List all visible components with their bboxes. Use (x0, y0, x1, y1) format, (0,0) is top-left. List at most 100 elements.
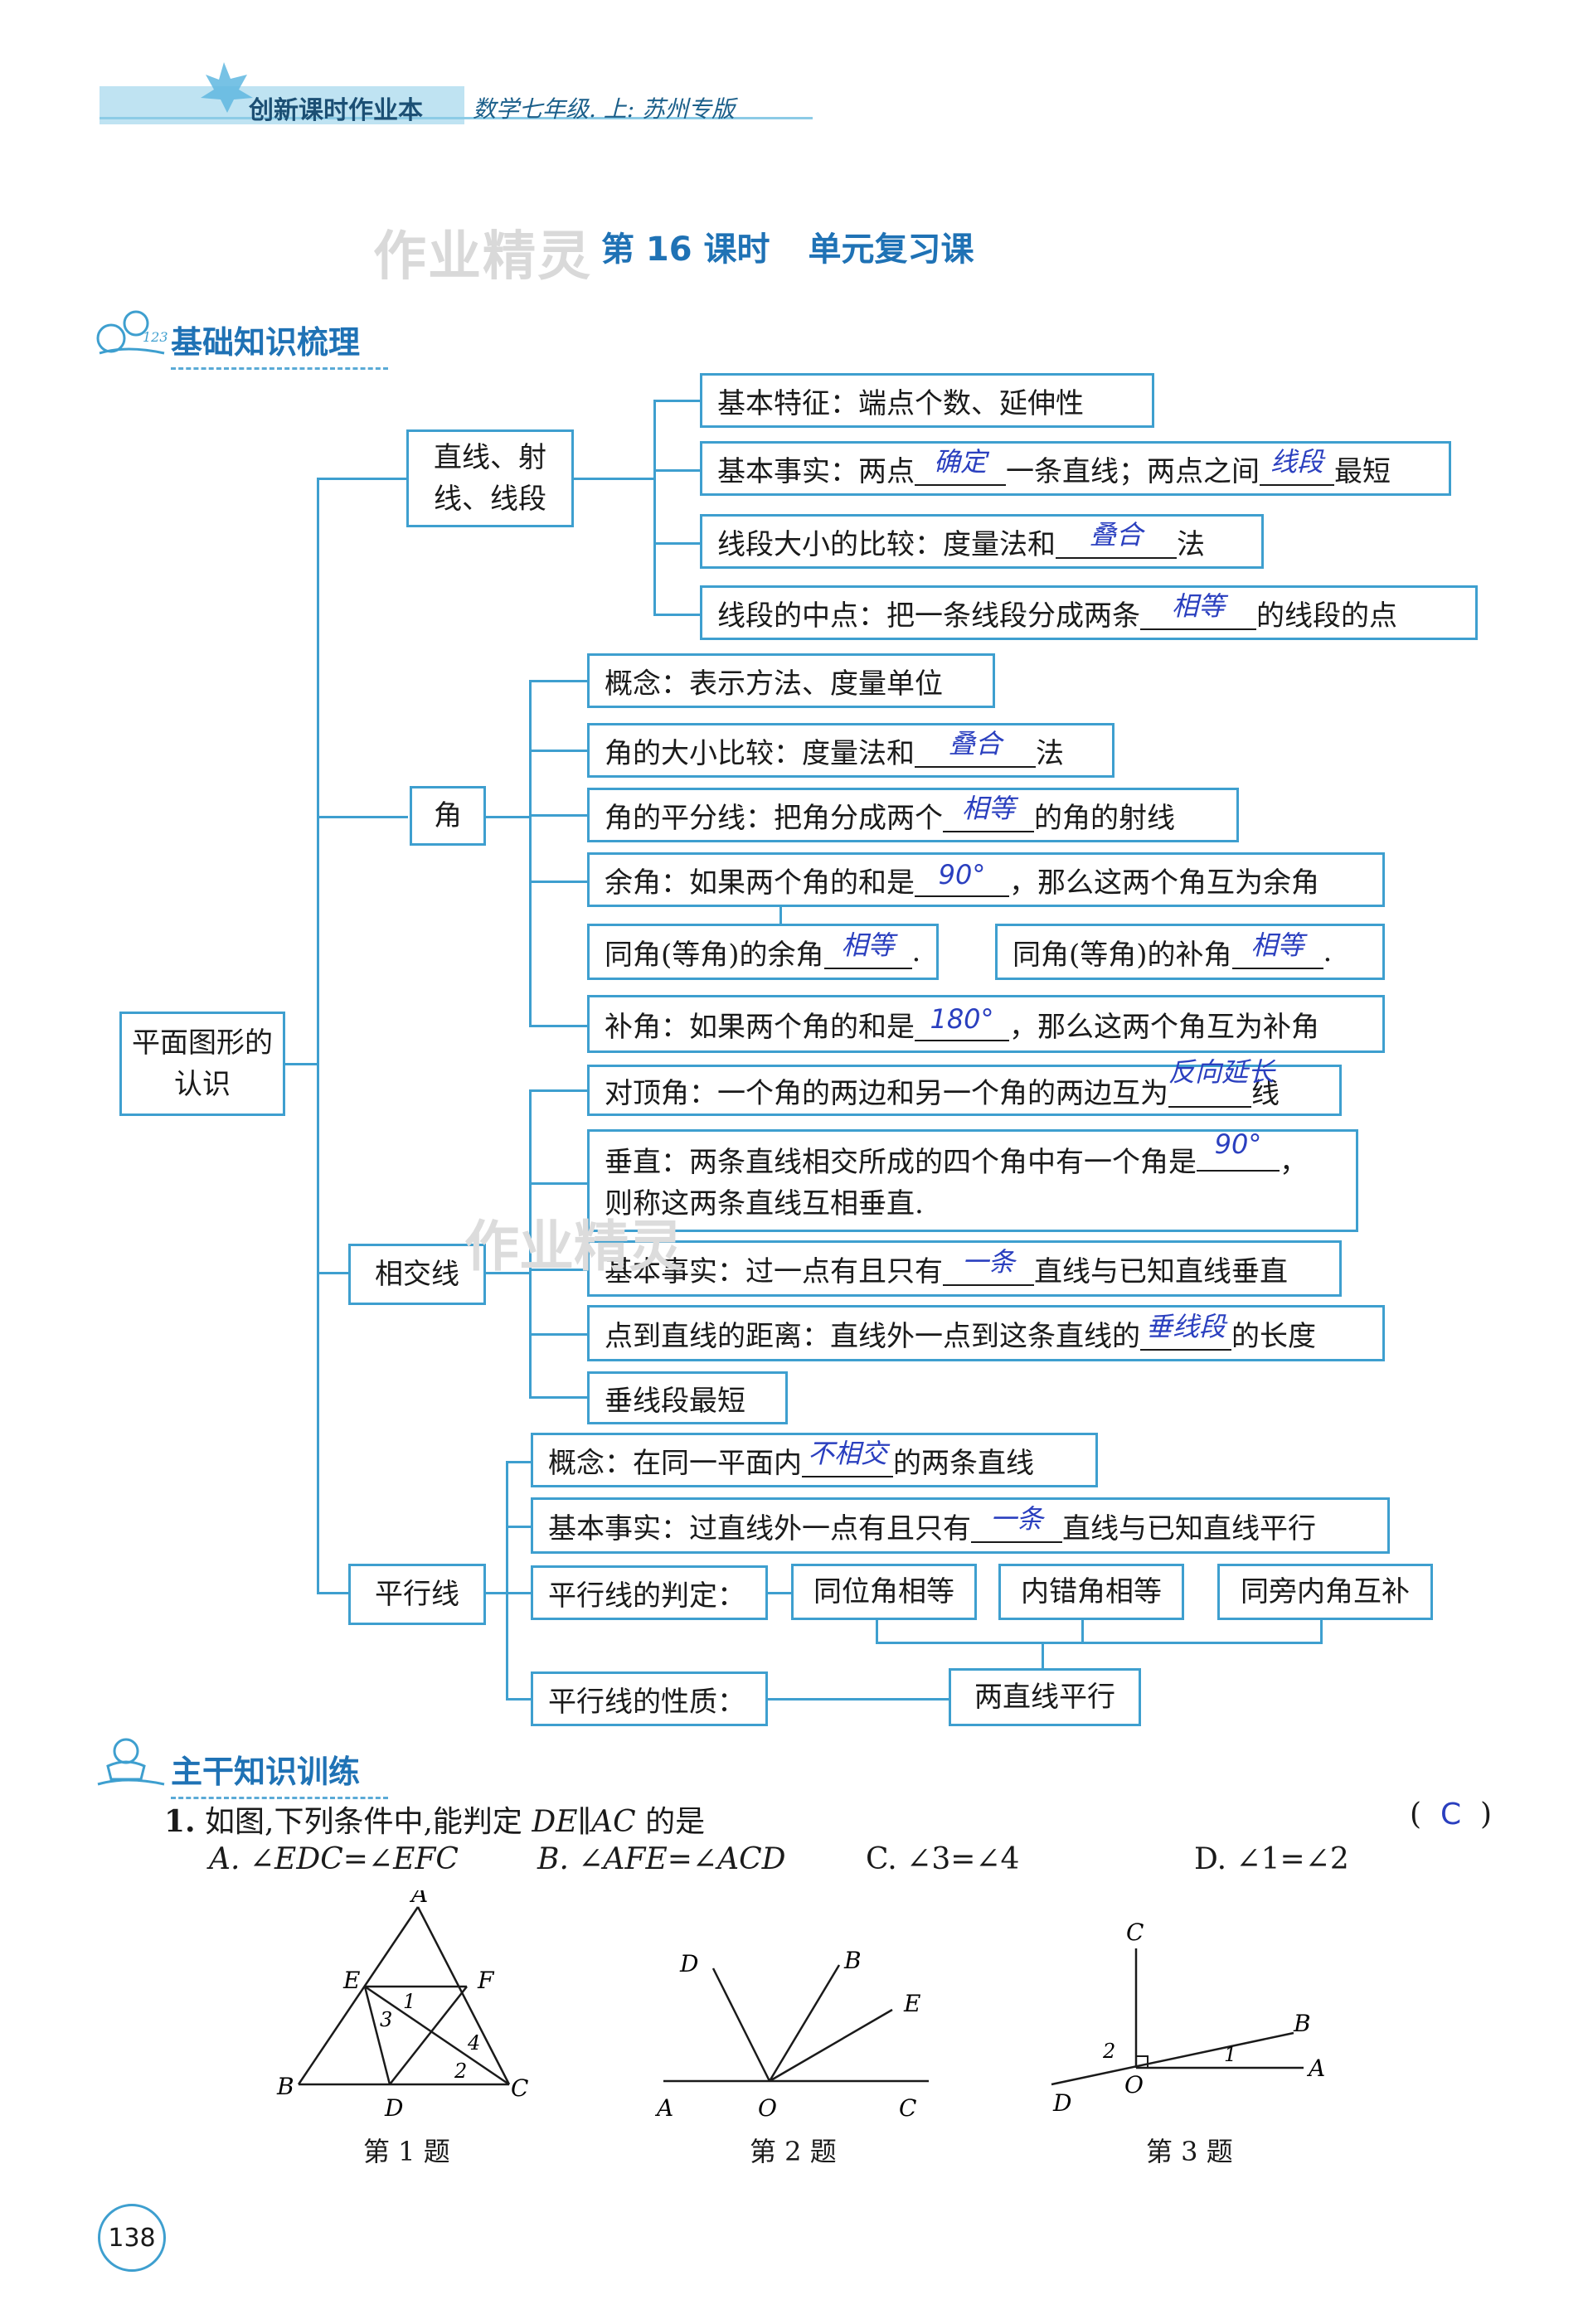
connector (506, 1526, 531, 1528)
connector (779, 905, 782, 930)
map-angle-node: 角 (410, 786, 486, 846)
section-heading-basics: 基础知识梳理 (171, 317, 388, 370)
connector (317, 816, 408, 818)
fig1-label: 3 (380, 2008, 392, 2031)
connector (876, 1618, 878, 1643)
page-number: 138 (98, 2204, 166, 2272)
parallel-basic-fact: 基本事实：过直线外一点有且只有一条直线与已知直线平行 (531, 1497, 1390, 1554)
angle-bisector: 角的平分线：把角分成两个相等的角的射线 (587, 788, 1239, 842)
connector (284, 1063, 318, 1065)
fig3-label: C (1126, 1919, 1144, 1946)
angle-complement-equal: 同角(等角)的余角相等. (587, 924, 939, 980)
connector (529, 680, 587, 682)
angle-concept: 概念：表示方法、度量单位 (587, 653, 995, 708)
connector (1320, 1618, 1323, 1643)
watermark: 作业精灵 (373, 226, 592, 288)
angle-compare: 角的大小比较：度量法和叠合法 (587, 723, 1115, 778)
figure-3: C B A D O 1 2 (1051, 1919, 1325, 2117)
fig2-label: D (679, 1950, 698, 1977)
connector (506, 1461, 531, 1463)
lesson-topic: 单元复习课 (808, 230, 974, 269)
book-subtitle: 数学七年级. 上: 苏州专版 (473, 95, 736, 123)
watermark: 作业精灵 (464, 1215, 683, 1278)
fig3-label: 1 (1224, 2043, 1236, 2066)
connector (506, 1592, 531, 1594)
figure-1-caption: 第 1 题 (363, 2136, 450, 2167)
connector (766, 1592, 791, 1594)
header-rule (100, 117, 813, 119)
answer: 反向延长 (1168, 1056, 1275, 1088)
parallel-concept: 概念：在同一平面内不相交的两条直线 (531, 1433, 1098, 1487)
answer: 确定 (933, 446, 987, 478)
parallel-criteria-2: 内错角相等 (998, 1564, 1184, 1620)
parallel-criteria-3: 同旁内角互补 (1217, 1564, 1433, 1620)
connector (529, 1269, 587, 1271)
answer: 相等 (1250, 929, 1304, 961)
map-parallel-node: 平行线 (348, 1564, 486, 1625)
answer: 相等 (841, 929, 895, 961)
intersect-basic-fact: 基本事实：过一点有且只有一条直线与已知直线垂直 (587, 1240, 1342, 1297)
connector (529, 1025, 587, 1027)
answer: 垂线段 (1145, 1311, 1226, 1342)
option-b: B. ∠AFE=∠ACD (537, 1842, 786, 1876)
parallel-criteria-1: 同位角相等 (791, 1564, 977, 1620)
section-mascot-icon (97, 1738, 165, 1786)
connector (876, 1642, 1323, 1644)
parallel-property-1: 两直线平行 (949, 1668, 1141, 1726)
connector (653, 614, 700, 616)
answer: 90° (1214, 1128, 1262, 1160)
connector (484, 1272, 531, 1274)
fig1-label: C (511, 2074, 528, 2102)
figure-3-caption: 第 3 题 (1146, 2136, 1233, 2167)
connector (1081, 1618, 1084, 1643)
figure-2-caption: 第 2 题 (750, 2136, 837, 2167)
intersect-distance: 点到直线的距离：直线外一点到这条直线的垂线段的长度 (587, 1305, 1385, 1361)
parallel-properties: 平行线的性质： (531, 1671, 768, 1726)
book-title: 创新课时作业本 (249, 96, 423, 125)
figure-2: D B E A O C (654, 1947, 929, 2122)
connector (506, 1461, 508, 1700)
fig2-label: E (903, 1990, 920, 2017)
answer: 叠合 (948, 728, 1002, 759)
angle-supplement-equal: 同角(等角)的补角相等. (995, 924, 1385, 980)
connector (484, 1592, 507, 1594)
fig3-label: B (1293, 2010, 1311, 2037)
fig1-label: A (409, 1890, 428, 1908)
connector (529, 750, 587, 752)
answer: 一条 (989, 1503, 1043, 1535)
fig1-label: F (477, 1967, 495, 1994)
connector (317, 478, 319, 1594)
connector (529, 1089, 532, 1396)
connector (529, 814, 587, 817)
connector (529, 1333, 587, 1336)
figure-1: A E F B D C 1 2 3 4 (276, 1890, 528, 2122)
section-mascot-icon: 123 (96, 310, 168, 355)
connector (317, 1272, 350, 1274)
connector (484, 816, 531, 818)
intersect-shortest: 垂线段最短 (587, 1371, 788, 1424)
fig1-label: B (276, 2073, 294, 2100)
connector (529, 1182, 587, 1185)
option-a: A. ∠EDC=∠EFC (209, 1842, 459, 1876)
maple-leaf-icon (201, 62, 253, 113)
intersect-vertical-angle: 对顶角：一个角的两边和另一个角的两边互为反向延长线 (587, 1056, 1342, 1116)
lines-midpoint: 线段的中点：把一条线段分成两条相等的线段的点 (700, 585, 1478, 640)
option-d: D. ∠1=∠2 (1194, 1842, 1349, 1876)
fig3-label: 2 (1102, 2040, 1115, 2063)
connector (529, 881, 587, 883)
answer: 叠合 (1089, 519, 1143, 551)
option-c: C. ∠3=∠4 (866, 1842, 1020, 1876)
map-intersect-node: 相交线 (348, 1244, 486, 1305)
answer: 180° (930, 1003, 994, 1035)
answer: 90° (938, 859, 986, 890)
lines-compare: 线段大小的比较：度量法和叠合法 (700, 514, 1264, 569)
fig1-label: 1 (403, 1990, 415, 2013)
fig3-label: O (1124, 2071, 1144, 2098)
connector (529, 680, 532, 1026)
connector (506, 1698, 531, 1701)
connector (317, 1592, 350, 1594)
fig3-label: D (1052, 2089, 1071, 2117)
answer: 相等 (1171, 590, 1225, 622)
lines-feature: 基本特征：端点个数、延伸性 (700, 373, 1154, 428)
